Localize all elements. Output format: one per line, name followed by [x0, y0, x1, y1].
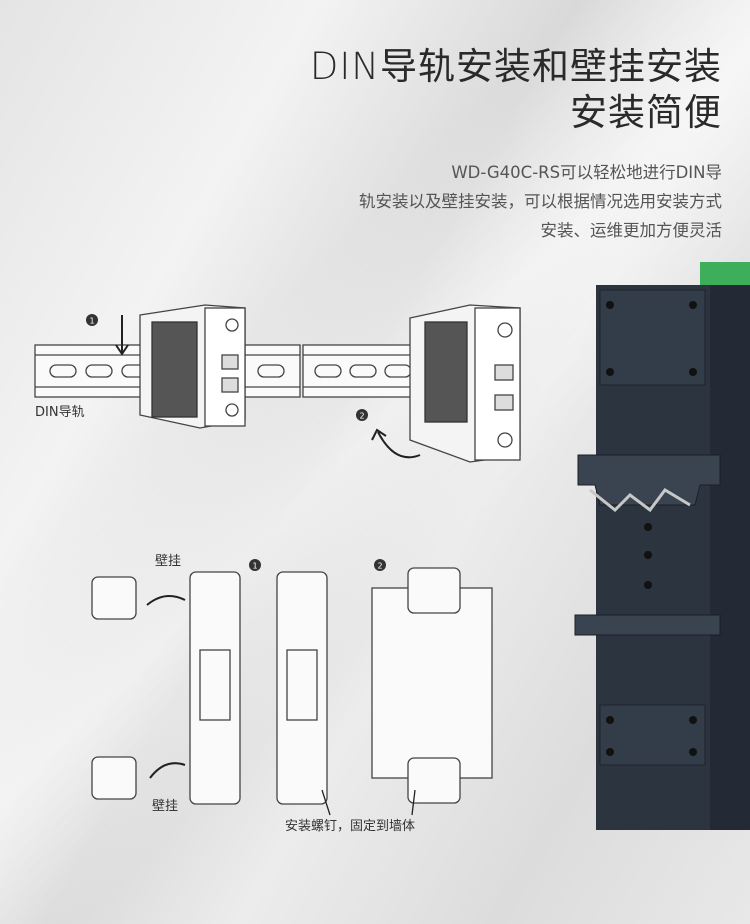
title-line-1: DIN导轨安装和壁挂安装: [309, 45, 722, 88]
title-line-2: 安装简便: [570, 91, 722, 134]
svg-text:1: 1: [252, 562, 257, 571]
device-illustration-1: [139, 304, 246, 429]
down-arrow-icon: [115, 315, 129, 356]
page-title: DIN导轨安装和壁挂安装 安装简便: [310, 44, 722, 136]
product-photo: [574, 262, 750, 830]
svg-text:1: 1: [89, 317, 94, 326]
screw-caption: 安装螺钉，固定到墙体: [285, 819, 415, 834]
description-line-3: 安装、运维更加方便灵活: [540, 221, 723, 240]
wall-label-bottom: 壁挂: [152, 799, 178, 814]
din-rail-label: DIN导轨: [35, 405, 85, 420]
step-2-marker: 2: [356, 409, 368, 421]
din-rail-right: [302, 344, 419, 398]
wall-label-top: 壁挂: [155, 554, 181, 569]
description-line-2: 轨安装以及壁挂安装，可以根据情况选用安装方式: [359, 192, 722, 211]
curved-arrow-icon: [371, 428, 421, 459]
description-line-1: WD-G40C-RS可以轻松地进行DIN导: [451, 163, 722, 182]
svg-text:2: 2: [377, 562, 382, 571]
wall-step-1-marker: 1: [249, 559, 261, 571]
wall-step-2-marker: 2: [374, 559, 386, 571]
wall-mount-diagram: [91, 567, 493, 816]
step-1-marker: 1: [86, 314, 98, 326]
svg-text:2: 2: [359, 412, 364, 421]
device-illustration-2: [409, 304, 521, 463]
description: WD-G40C-RS可以轻松地进行DIN导 轨安装以及壁挂安装，可以根据情况选用…: [359, 158, 722, 245]
